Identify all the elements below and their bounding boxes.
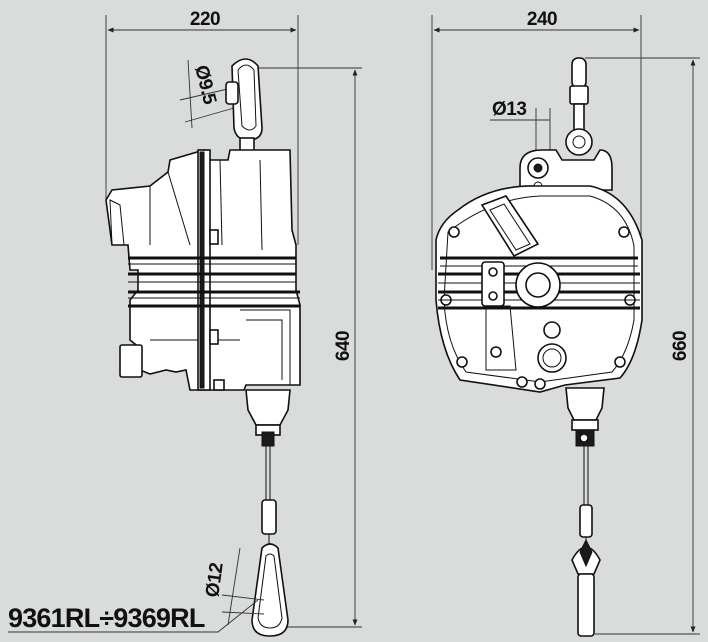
side-cable-hook-diameter-label: Ø12 — [202, 562, 228, 599]
front-cable — [579, 446, 593, 545]
front-cable-outlet — [565, 387, 605, 447]
front-bottom-hook — [571, 538, 601, 637]
side-width-label: 220 — [190, 9, 220, 30]
front-view: 240 660 Ø13 — [431, 9, 700, 637]
side-cable-outlet — [245, 389, 291, 447]
side-cable — [261, 446, 277, 548]
front-top-swivel — [565, 57, 593, 156]
side-balancer-body — [105, 149, 301, 391]
front-width-label: 240 — [527, 9, 557, 30]
side-cable-hook-diameter-dimension: Ø12 — [202, 547, 265, 626]
front-height-dimension: 660 — [585, 57, 700, 635]
side-bottom-carabiner — [251, 543, 289, 637]
side-width-dimension: 220 — [105, 9, 299, 245]
front-height-label: 660 — [670, 331, 691, 361]
side-view: 220 640 Ø9.5 — [8, 9, 362, 637]
model-label: 9361RL÷9369RL — [8, 603, 205, 633]
side-height-label: 640 — [333, 331, 354, 361]
front-hole-diameter-dimension: Ø13 — [490, 99, 551, 160]
front-balancer-housing — [435, 185, 643, 393]
side-hook-diameter-label: Ø9.5 — [190, 63, 220, 107]
front-width-dimension: 240 — [431, 9, 642, 270]
front-top-bracket — [519, 149, 613, 191]
front-hole-diameter-label: Ø13 — [492, 99, 526, 120]
model-label-group: 9361RL÷9369RL — [8, 599, 259, 633]
side-height-dimension: 640 — [250, 67, 362, 628]
